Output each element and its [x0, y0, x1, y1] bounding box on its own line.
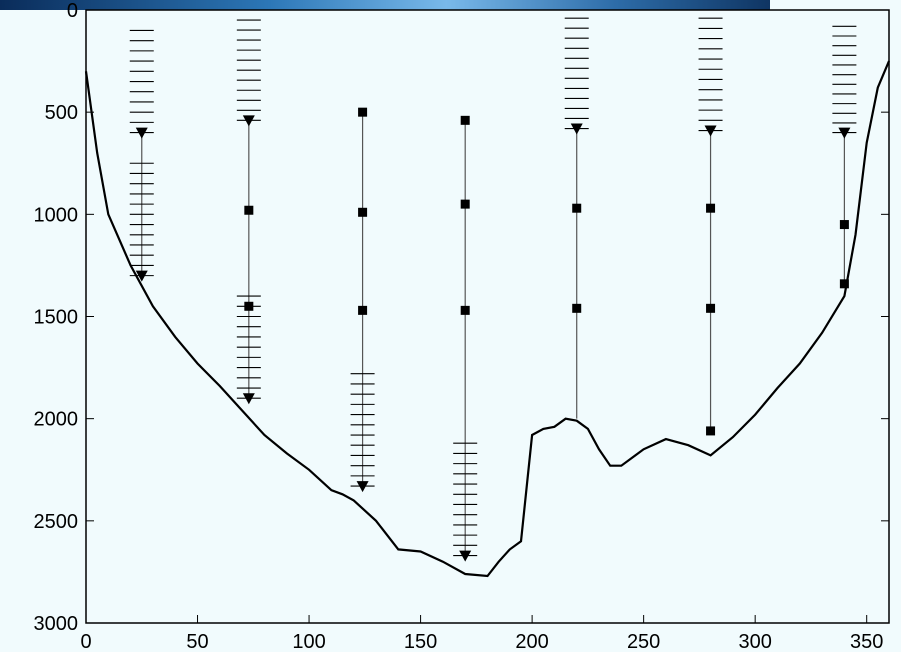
header-image-strip	[0, 0, 770, 10]
instrument-marker	[706, 203, 716, 213]
instrument-marker	[460, 115, 470, 125]
moorings-group	[129, 9, 857, 562]
mooring-4	[453, 115, 478, 562]
mooring-2	[236, 9, 261, 405]
adcp-lower-marker	[242, 393, 255, 405]
adcp-upper-marker	[135, 127, 148, 139]
instrument-marker	[706, 426, 716, 436]
instrument-marker	[358, 107, 368, 117]
plot-area	[85, 9, 890, 624]
instrument-marker	[358, 207, 368, 217]
x-tick-label: 350	[850, 631, 883, 652]
y-tick-label: 3000	[34, 613, 79, 635]
x-tick-label: 150	[404, 631, 437, 652]
y-tick-label: 2000	[34, 409, 79, 431]
y-axis: 0 500 1000 1500 2000 2500 3000	[34, 0, 889, 635]
instrument-marker	[839, 220, 849, 230]
y-tick-label: 500	[45, 102, 78, 124]
x-tick-label: 250	[627, 631, 660, 652]
instrument-marker	[839, 279, 849, 289]
adcp-lower-marker	[459, 550, 472, 562]
instrument-marker	[244, 205, 254, 215]
y-tick-label: 2500	[34, 511, 79, 533]
instrument-marker	[572, 203, 582, 213]
x-tick-label: 50	[186, 631, 208, 652]
instrument-marker	[706, 303, 716, 313]
instrument-marker	[460, 199, 470, 209]
mooring-7	[832, 25, 857, 289]
bottom-profile-line	[84, 60, 891, 578]
mooring-1	[129, 29, 154, 282]
y-tick-label: 1000	[34, 204, 79, 226]
y-tick-label: 1500	[34, 307, 79, 329]
adcp-upper-marker	[242, 115, 255, 127]
adcp-upper-marker	[570, 123, 583, 135]
x-tick-label: 300	[738, 631, 771, 652]
x-tick-label: 200	[515, 631, 548, 652]
x-tick-label: 0	[80, 631, 91, 652]
adcp-upper-marker	[704, 125, 717, 137]
x-tick-label: 100	[292, 631, 325, 652]
mooring-3	[350, 107, 375, 493]
instrument-marker	[244, 301, 254, 311]
instrument-marker	[358, 305, 368, 315]
adcp-upper-marker	[838, 127, 851, 139]
adcp-lower-marker	[356, 481, 369, 493]
mooring-6	[698, 17, 723, 436]
instrument-marker	[460, 305, 470, 315]
y-tick-label: 0	[67, 0, 78, 22]
mooring-5	[564, 17, 589, 419]
adcp-lower-marker	[135, 270, 148, 282]
x-axis: 0 50 100 150 200 250 300 350	[80, 615, 883, 652]
instrument-marker	[572, 303, 582, 313]
